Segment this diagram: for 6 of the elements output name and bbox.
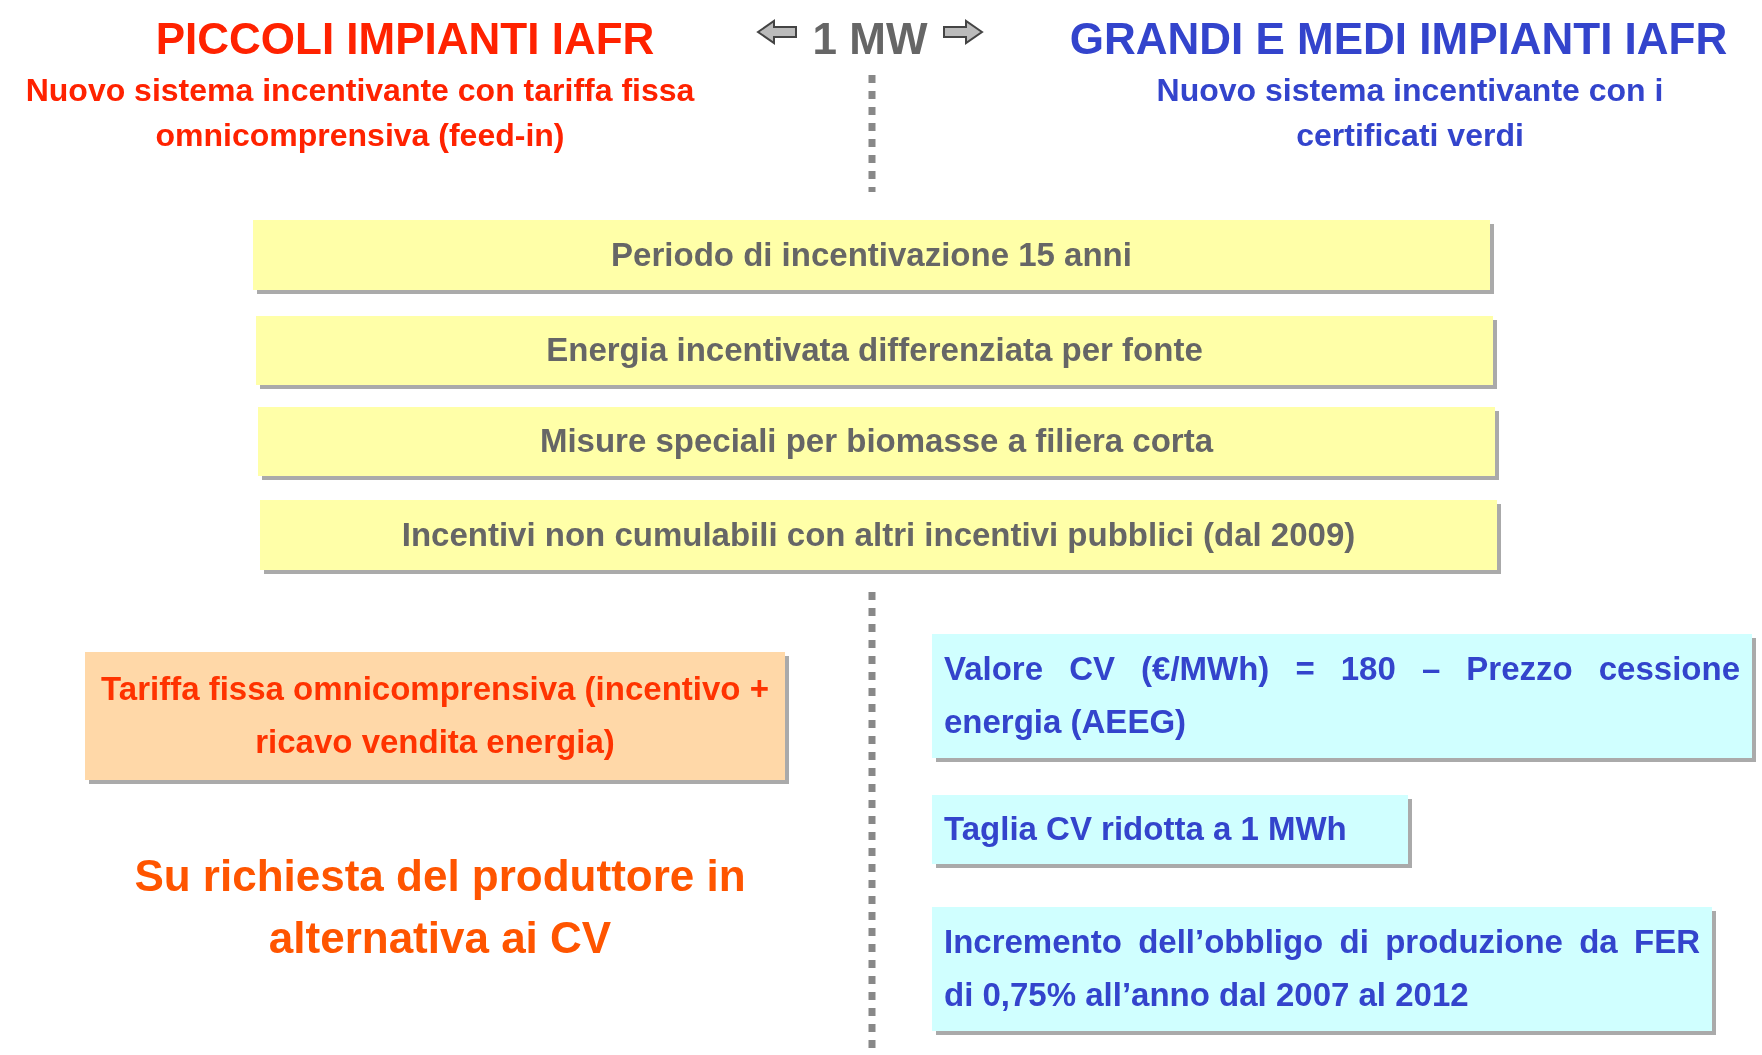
note-text: Su richiesta del produttore in alternativa ai CV: [133, 850, 747, 964]
value-label: 1 MW: [811, 13, 929, 65]
subtitle: Nuovo sistema incentivante con i certificati verdi: [1155, 71, 1665, 155]
heading: GRANDI E MEDI IMPIANTI IAFR: [1068, 13, 1729, 65]
heading: PICCOLI IMPIANTI IAFR: [154, 13, 656, 65]
subtitle: Nuovo sistema incentivante con tariffa fissa omnicomprensiva (feed-in): [24, 71, 696, 155]
